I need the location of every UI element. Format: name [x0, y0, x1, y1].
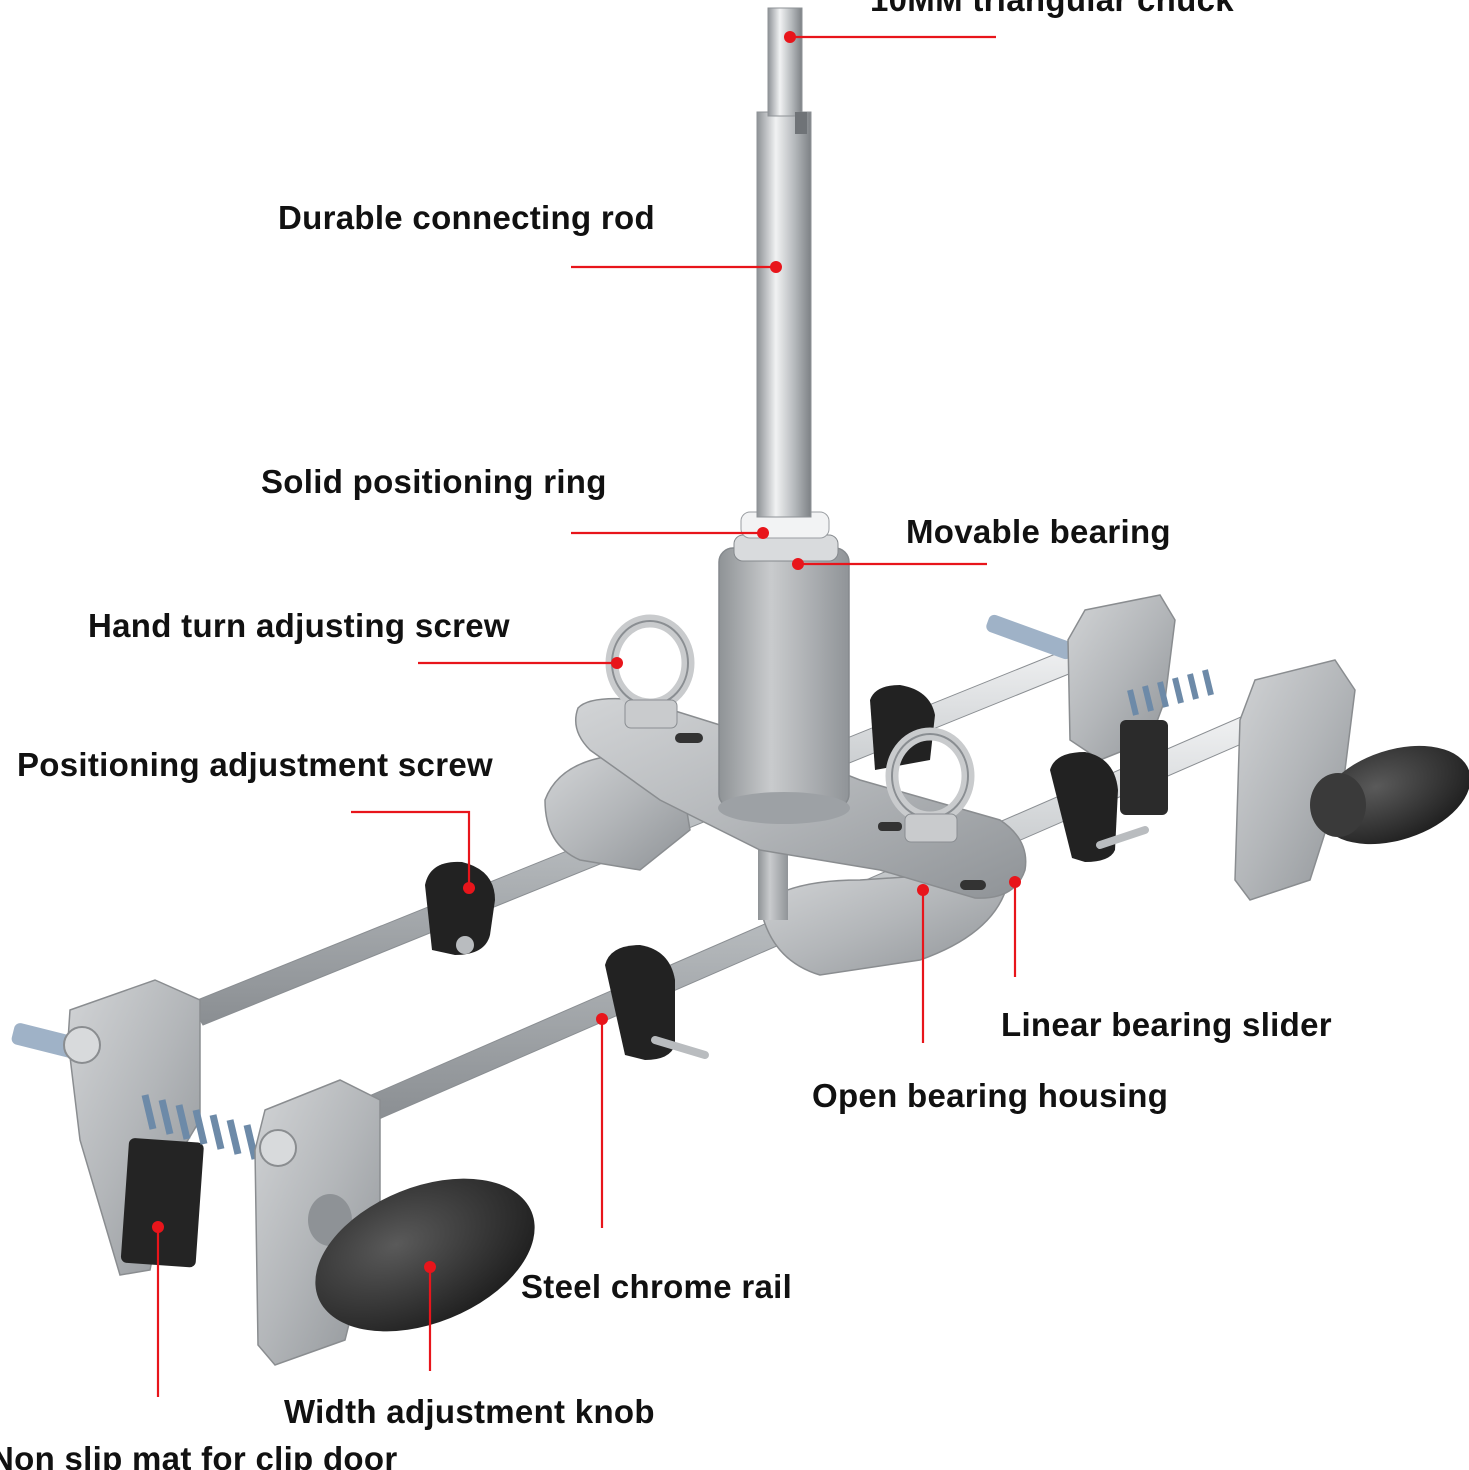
callout-movable-bearing — [792, 558, 987, 570]
rail-collars — [425, 685, 1149, 1060]
callout-non-slip-mat — [152, 1221, 164, 1397]
label-non-slip-mat: Non slip mat for clip door — [0, 1440, 398, 1470]
callout-chrome-rail — [596, 1013, 608, 1228]
callout-width-knob — [424, 1261, 436, 1371]
callout-hand-turn-screw — [418, 657, 623, 669]
callout-open-housing — [917, 884, 929, 1043]
label-connecting-rod: Durable connecting rod — [278, 199, 655, 236]
label-positioning-screw: Positioning adjustment screw — [17, 746, 493, 783]
callout-positioning-ring — [571, 527, 769, 539]
callout-connecting-rod — [571, 261, 782, 273]
left-front-clamp — [141, 1079, 535, 1366]
callout-triangular-chuck — [784, 31, 996, 43]
right-rear-clamp — [1067, 594, 1176, 815]
label-positioning-ring: Solid positioning ring — [261, 463, 607, 500]
label-open-housing: Open bearing housing — [812, 1077, 1169, 1114]
label-chrome-rail: Steel chrome rail — [521, 1268, 793, 1305]
callout-positioning-screw — [351, 810, 475, 894]
label-width-knob: Width adjustment knob — [284, 1393, 655, 1430]
left-rear-clamp — [11, 979, 204, 1276]
right-front-clamp — [1127, 659, 1469, 901]
label-hand-turn-screw: Hand turn adjusting screw — [88, 607, 510, 644]
callout-linear-slider — [1009, 876, 1021, 977]
vertical-shaft-assembly — [718, 7, 850, 824]
label-movable-bearing: Movable bearing — [906, 513, 1171, 550]
label-linear-slider: Linear bearing slider — [1001, 1006, 1332, 1043]
label-triangular-chuck: 10MM triangular chuck — [870, 0, 1234, 19]
